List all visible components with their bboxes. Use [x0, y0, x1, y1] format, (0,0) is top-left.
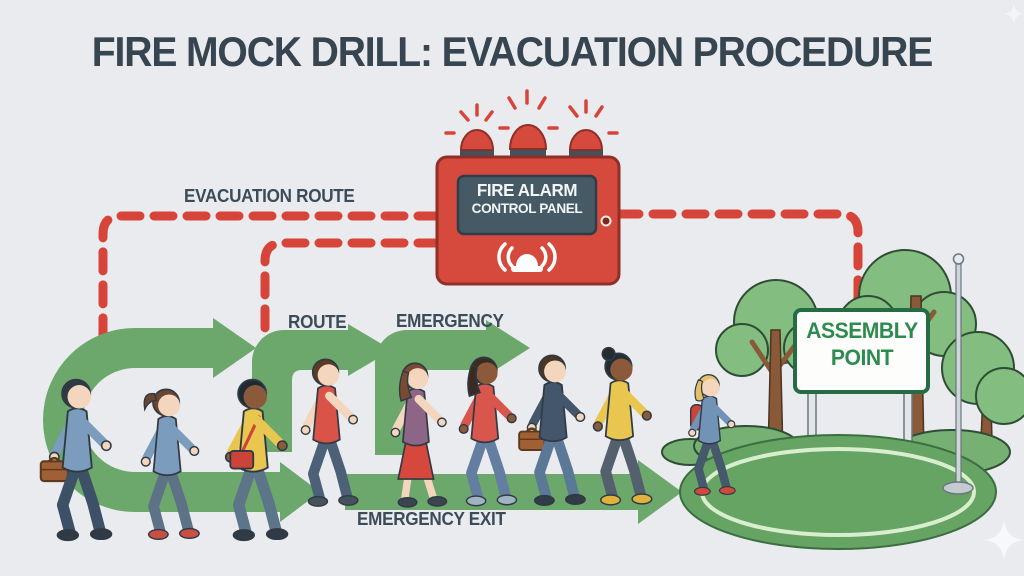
- sparkle-icon: [984, 4, 1024, 560]
- fire-alarm-panel: [435, 89, 621, 286]
- person-man-red-tshirt: [300, 358, 359, 507]
- assembly-sign-line1: ASSEMBLY: [806, 318, 918, 343]
- label-route: ROUTE: [288, 312, 347, 332]
- panel-screen: [456, 174, 598, 236]
- person-man-slate-briefcase: [518, 354, 586, 506]
- evacuees: [39, 346, 736, 542]
- dashed-route-lines: [98, 209, 863, 371]
- flagpole: [942, 253, 974, 495]
- panel-screen-line1: FIRE ALARM: [476, 180, 578, 200]
- shoulder-bag: [229, 449, 255, 470]
- route-line-middle: [260, 238, 442, 371]
- assembly-sign-board: [793, 308, 930, 394]
- alarm-light-right: [568, 129, 604, 151]
- briefcase: [39, 460, 69, 483]
- person-woman-coral-jeans: [458, 356, 518, 507]
- person-woman-yellow-bun: [592, 346, 653, 506]
- panel-screen-line2: CONTROL PANEL: [471, 200, 583, 216]
- label-emergency: EMERGENCY: [396, 311, 504, 331]
- briefcase: [518, 430, 546, 451]
- panel-screen-text: FIRE ALARM CONTROL PANEL: [460, 180, 594, 216]
- c-shaped-path: [43, 328, 282, 512]
- arrowhead-emergency: [486, 320, 530, 376]
- assembly-area: [661, 249, 1024, 550]
- alarm-light-middle: [508, 124, 548, 150]
- green-arrow-paths: [43, 318, 682, 524]
- arrowhead-top-left: [213, 318, 256, 378]
- assembly-lawn: [679, 434, 997, 550]
- siren-icon: [497, 242, 557, 272]
- label-evacuation-route: EVACUATION ROUTE: [184, 186, 355, 206]
- alarm-rays: [444, 89, 619, 135]
- assembly-sign-line2: POINT: [830, 345, 894, 370]
- route-line-right: [615, 209, 863, 309]
- page-title: FIRE MOCK DRILL: EVACUATION PROCEDURE: [91, 28, 934, 75]
- route-line-left: [98, 211, 442, 347]
- person-man-yellow-redbag: [224, 378, 289, 542]
- arrowhead-bottom-left: [280, 462, 320, 522]
- assembly-sign-text: ASSEMBLY POINT: [800, 318, 925, 371]
- person-man-blue-briefcase: [39, 378, 113, 542]
- person-woman-blonde-backpack: [688, 374, 736, 496]
- person-woman-red-skirt: [390, 362, 448, 508]
- alarm-lights: [459, 124, 604, 158]
- tree-small-right: [941, 331, 1024, 441]
- alarm-light-left: [459, 129, 495, 151]
- panel-indicator: [600, 215, 612, 227]
- label-emergency-exit: EMERGENCY EXIT: [357, 509, 506, 529]
- arrowhead-route: [348, 324, 392, 376]
- assembly-sign: [793, 308, 930, 463]
- person-woman-ponytail-blue: [140, 388, 200, 540]
